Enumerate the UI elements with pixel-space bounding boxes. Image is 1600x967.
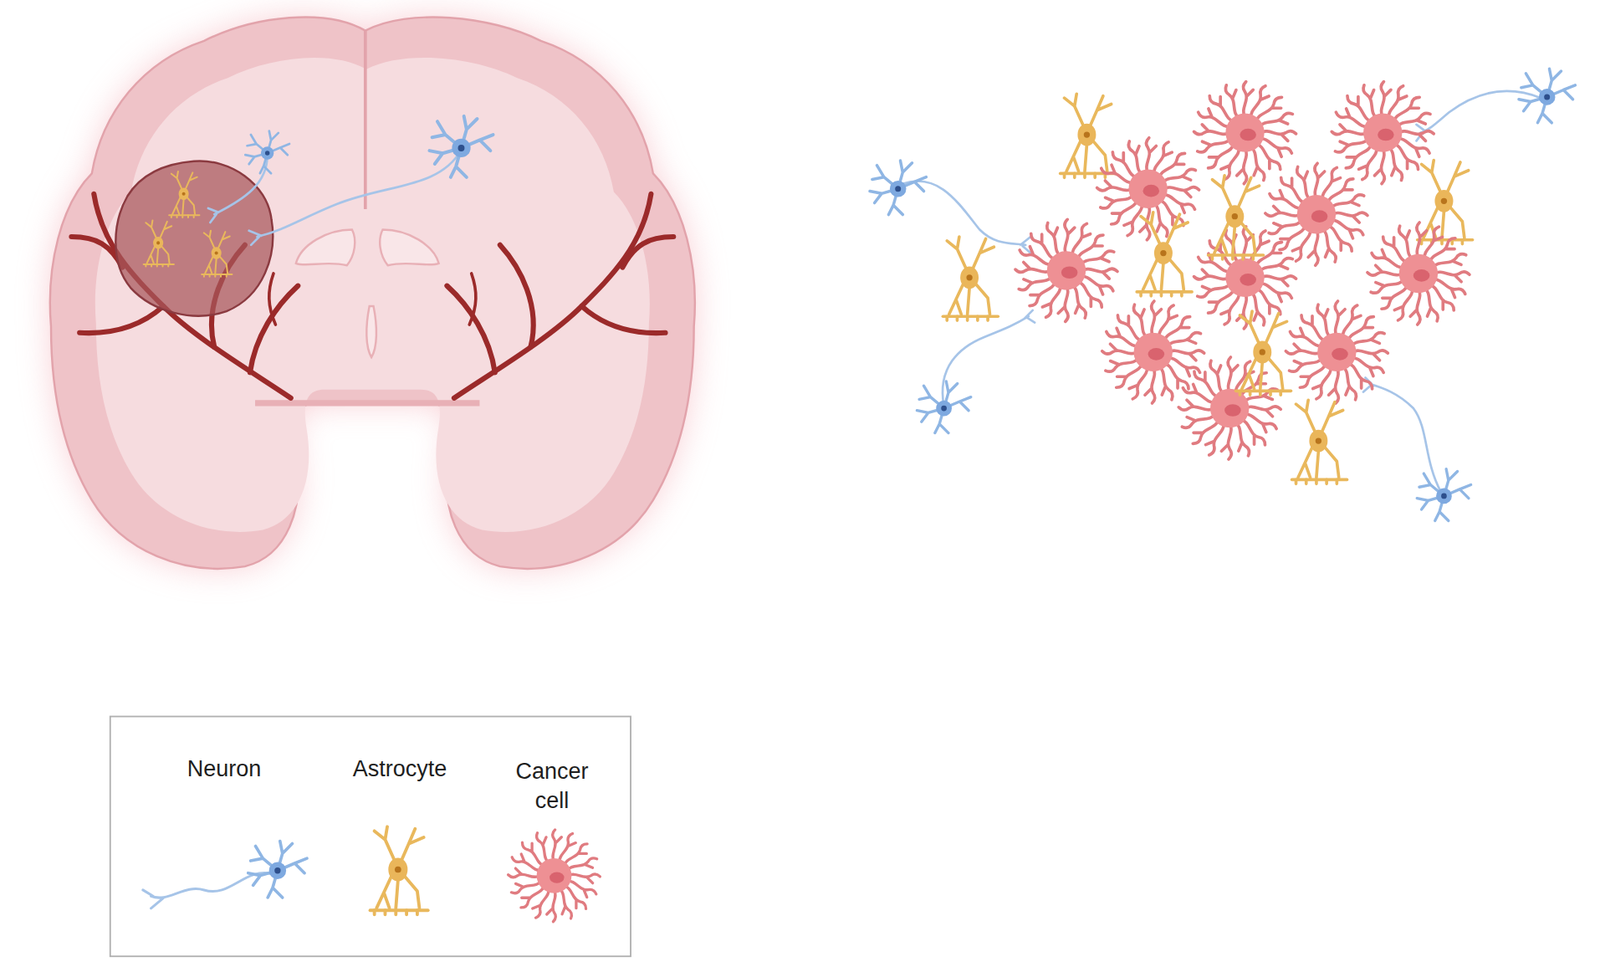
neuron <box>1416 469 1471 522</box>
cancer-cell <box>1265 163 1368 266</box>
cancer-cell <box>1178 357 1281 460</box>
tumor <box>115 160 273 316</box>
legend-box <box>110 716 631 957</box>
legend-label: Cancer cell <box>505 756 599 816</box>
grey-matter <box>50 17 696 569</box>
ventricle <box>379 230 439 266</box>
astrocyte <box>1060 93 1116 178</box>
neuron <box>429 116 493 178</box>
brainstem-cut <box>255 399 480 406</box>
astrocyte <box>168 171 200 218</box>
axons <box>903 91 1542 492</box>
neuron <box>1518 68 1575 123</box>
cancer-cell <box>1367 222 1470 325</box>
blood-vessels <box>446 194 674 399</box>
longitudinal-fissure <box>363 30 368 210</box>
cancer-cell <box>1331 81 1434 185</box>
neuron <box>869 160 926 215</box>
ventricle <box>296 230 355 266</box>
cancer-cell <box>1102 301 1205 404</box>
legend-icons <box>143 826 601 921</box>
cancer-cell <box>1285 301 1388 404</box>
legend-icon <box>508 829 601 922</box>
astrocyte <box>1136 212 1192 297</box>
astrocyte <box>942 236 998 321</box>
astrocyte <box>1208 175 1264 260</box>
legend-label: Astrocyte <box>320 754 480 784</box>
legend-icon <box>143 841 307 909</box>
brain-section <box>50 17 696 569</box>
cancer-cell <box>1194 226 1297 329</box>
neuron <box>916 381 971 434</box>
legend <box>110 716 631 957</box>
white-matter <box>95 57 650 532</box>
cancer-cell <box>1194 81 1297 185</box>
tumor-microenvironment <box>869 68 1575 521</box>
legend-label: Neuron <box>153 754 296 784</box>
brain-glow <box>50 17 696 569</box>
axon <box>249 149 462 245</box>
neuron <box>245 131 290 174</box>
legend-icon <box>370 826 429 915</box>
astrocyte <box>1292 399 1348 484</box>
astrocyte <box>1236 311 1292 395</box>
third-ventricle <box>366 306 377 358</box>
astrocyte <box>143 220 174 267</box>
cancer-cell <box>1015 219 1118 322</box>
axon <box>208 154 268 223</box>
astrocyte <box>201 230 232 277</box>
